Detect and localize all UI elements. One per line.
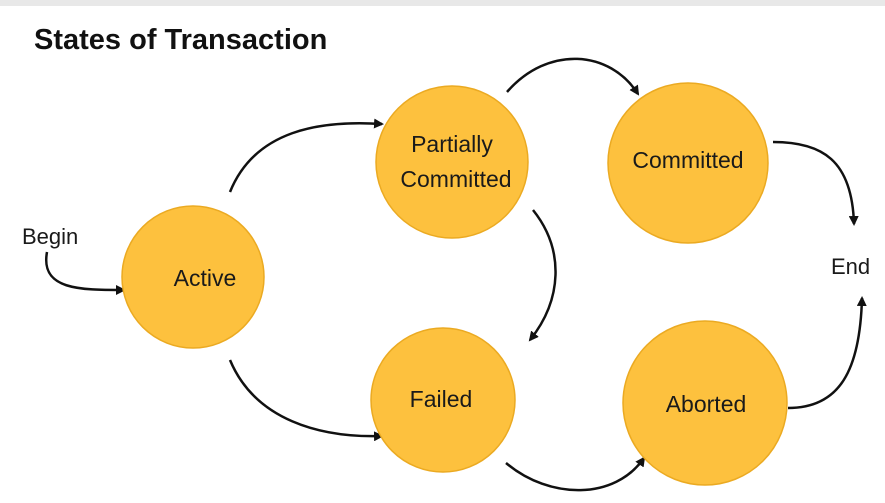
state-failed: Failed	[370, 327, 516, 473]
state-failed-label: Failed	[410, 386, 473, 412]
state-partially-committed: Partially Committed	[375, 85, 529, 239]
state-aborted-label: Aborted	[666, 391, 747, 417]
state-active-label: Active	[174, 265, 237, 291]
diagram-title: States of Transaction	[34, 24, 328, 56]
edge-active-to-failed	[228, 359, 384, 442]
edge-aborted-to-end	[787, 296, 867, 410]
state-committed-label: Committed	[632, 147, 743, 173]
edge-committed-to-end	[772, 140, 859, 226]
state-partially-committed-label-line2: Committed	[400, 166, 511, 192]
edge-active-to-partially-committed	[228, 118, 384, 193]
begin-label: Begin	[22, 224, 78, 249]
edge-failed-to-aborted	[505, 456, 646, 492]
edge-partially-committed-to-committed	[506, 57, 640, 96]
edge-partially-committed-to-failed	[528, 209, 557, 342]
state-committed: Committed	[607, 82, 769, 244]
top-bar	[0, 0, 885, 6]
end-label: End	[831, 254, 870, 279]
edge-begin-to-active	[44, 251, 126, 295]
state-partially-committed-label-line1: Partially	[411, 131, 493, 157]
state-active: Active	[121, 205, 265, 349]
state-aborted: Aborted	[622, 320, 788, 486]
